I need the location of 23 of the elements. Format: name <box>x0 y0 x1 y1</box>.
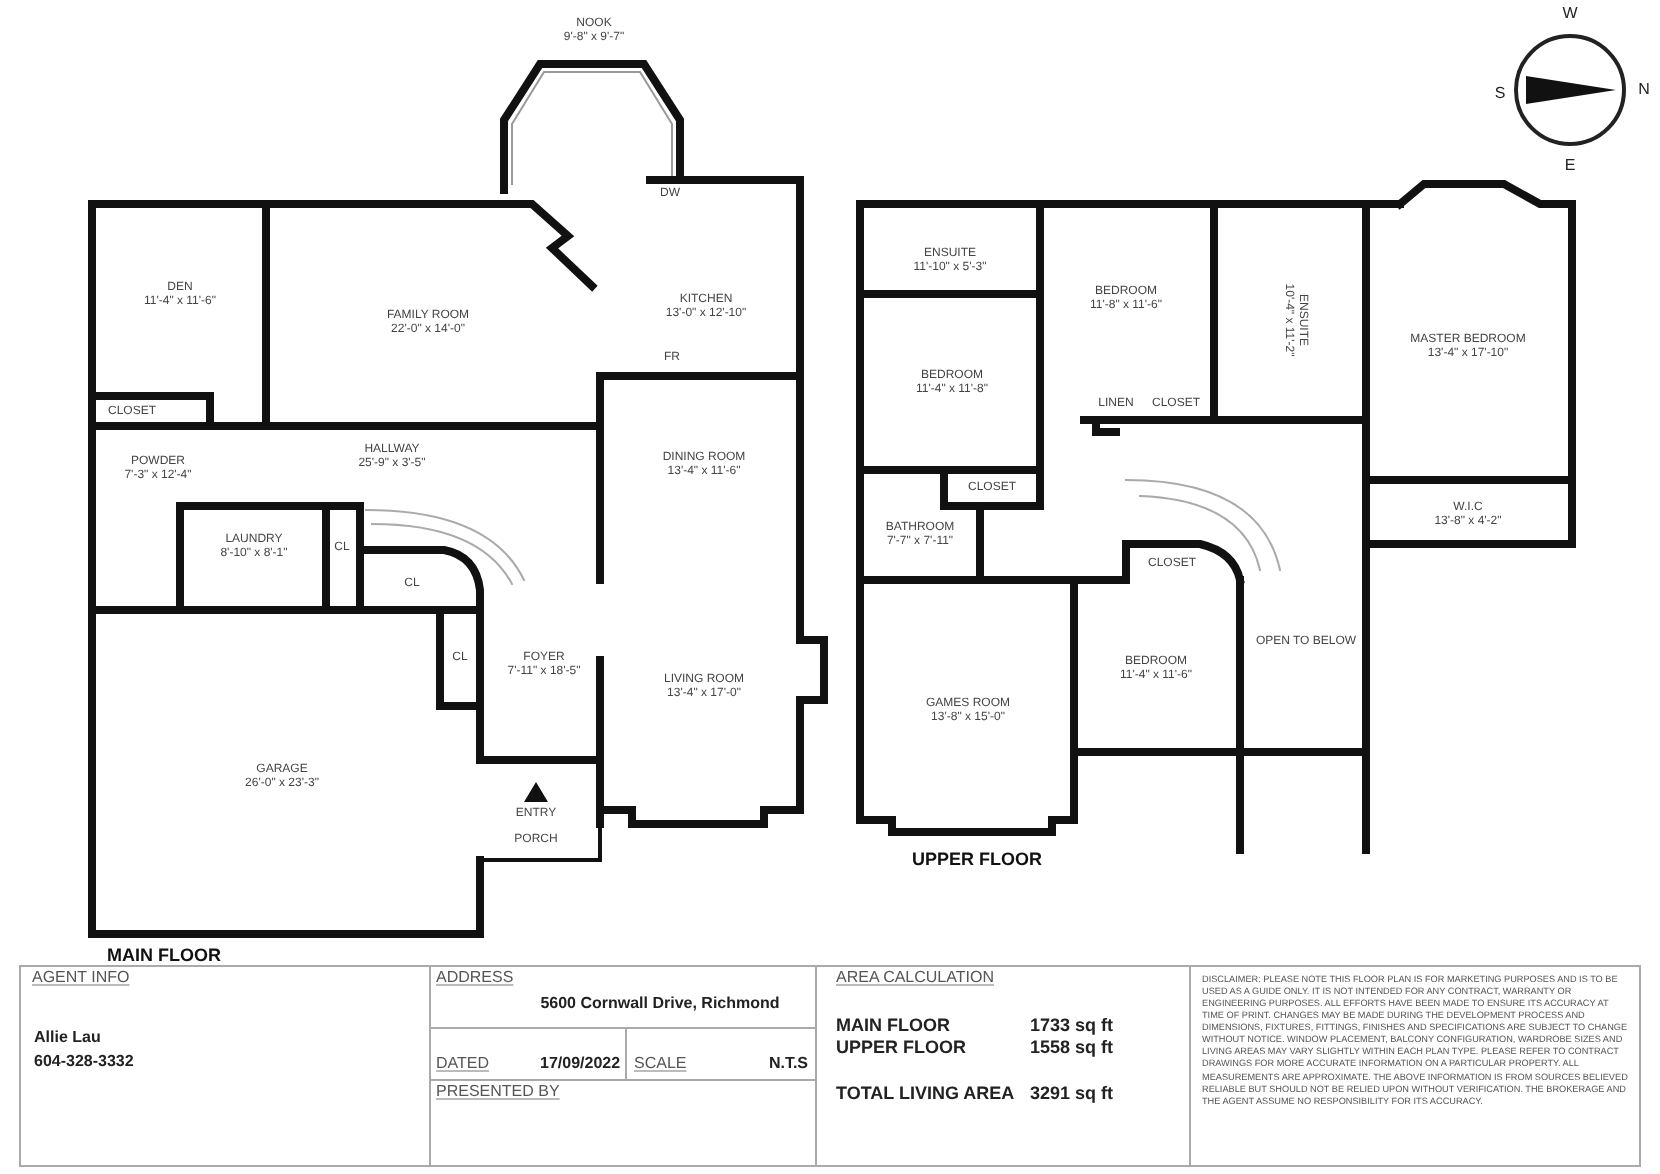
section-heading: AGENT INFO <box>32 970 130 986</box>
floor-title: MAIN FLOOR <box>107 947 221 965</box>
floor-title: UPPER FLOOR <box>912 851 1043 869</box>
area-value: 1733 sq ft <box>1030 1017 1114 1035</box>
compass-letter: S <box>1494 86 1506 102</box>
compass-letter: W <box>1562 6 1578 22</box>
area-value: 3291 sq ft <box>1030 1085 1114 1103</box>
area-value: 1558 sq ft <box>1030 1039 1114 1057</box>
area-label: TOTAL LIVING AREA <box>836 1085 1015 1103</box>
agent-name: Allie Lau <box>34 1030 101 1046</box>
section-heading: AREA CALCULATION <box>836 970 994 986</box>
scale-value: N.T.S <box>768 1056 808 1072</box>
area-label: UPPER FLOOR <box>836 1039 967 1057</box>
area-label: MAIN FLOOR <box>836 1017 950 1035</box>
compass-letter: E <box>1564 158 1576 174</box>
section-heading: ADDRESS <box>436 970 514 986</box>
agent-phone: 604-328-3332 <box>34 1054 134 1070</box>
compass-letter: N <box>1638 82 1650 98</box>
date-value: 17/09/2022 <box>540 1056 621 1072</box>
field-label: SCALE <box>634 1056 687 1072</box>
address-value: 5600 Cornwall Drive, Richmond <box>540 996 780 1012</box>
field-label: DATED <box>436 1056 490 1072</box>
section-heading: PRESENTED BY <box>436 1084 560 1100</box>
